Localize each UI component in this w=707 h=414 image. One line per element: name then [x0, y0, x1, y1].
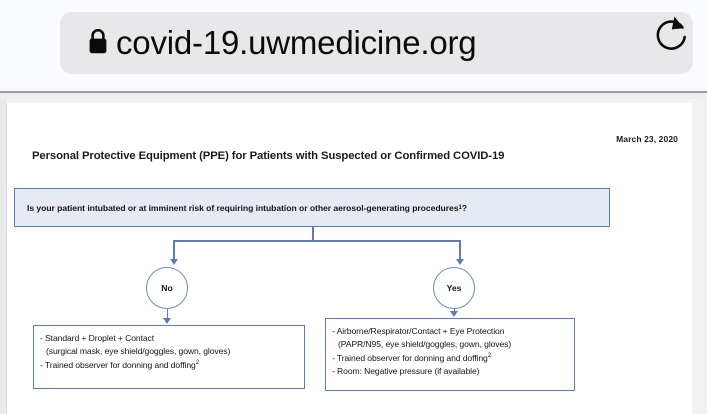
document-date: March 23, 2020: [616, 134, 678, 144]
decision-oval-yes-label: Yes: [446, 283, 462, 293]
document-card: March 23, 2020 Personal Protective Equip…: [6, 103, 692, 414]
address-bar[interactable]: covid-19.uwmedicine.org: [60, 12, 693, 74]
outcome-no-line-1: - Standard + Droplet + Contact: [40, 333, 155, 343]
url-text: covid-19.uwmedicine.org: [116, 24, 477, 61]
decision-oval-no: No: [146, 267, 188, 309]
flowchart-question-box: Is your patient intubated or at imminent…: [14, 188, 610, 227]
outcome-box-yes: - Airborne/Respirator/Contact + Eye Prot…: [325, 318, 575, 391]
outcome-yes-line-3-text: - Trained observer for donning and doffi…: [332, 353, 488, 364]
outcome-yes-line-1: - Airborne/Respirator/Contact + Eye Prot…: [332, 326, 505, 336]
arrow-to-yes-oval: [456, 259, 464, 265]
outcome-yes-line-4: - Room: Negative pressure (if available): [332, 365, 480, 376]
connector-no-to-box: [166, 309, 168, 319]
decision-oval-yes: Yes: [433, 267, 475, 309]
outcome-yes-line-3: - Trained observer for donning and doffi…: [332, 350, 569, 364]
arrow-to-no-oval: [169, 259, 178, 265]
arrow-to-no-outcome: [163, 318, 171, 324]
connector-stem: [312, 227, 314, 241]
outcome-yes-line-2: (PAPR/N95, eye shield/goggles, gown, glo…: [338, 338, 512, 349]
outcome-no-footnote-marker: 2: [195, 360, 199, 367]
connector-left-branch: [173, 240, 175, 260]
outcome-yes-footnote-marker: 2: [487, 353, 491, 360]
page-title: Personal Protective Equipment (PPE) for …: [32, 150, 505, 162]
page-left-gutter: [0, 99, 6, 414]
question-footnote-marker: 1: [458, 204, 462, 211]
connector-horizontal: [173, 240, 460, 242]
reload-icon[interactable]: [649, 11, 693, 53]
chrome-divider: [0, 91, 707, 93]
chrome-underband: [0, 93, 707, 99]
question-main-text: Is your patient intubated or at imminent…: [27, 202, 459, 213]
decision-oval-no-label: No: [161, 283, 173, 293]
arrow-to-yes-outcome: [449, 311, 458, 317]
outcome-no-line-2: (surgical mask, eye shield/goggles, gown…: [46, 345, 231, 356]
lock-icon: [89, 29, 107, 54]
ppe-flowchart: Is your patient intubated or at imminent…: [7, 103, 693, 414]
connector-right-branch: [459, 240, 461, 260]
question-tail-text: ?: [461, 202, 467, 213]
outcome-no-line-3-text: - Trained observer for donning and doffi…: [40, 360, 196, 371]
outcome-no-line-3: - Trained observer for donning and doffi…: [40, 357, 299, 371]
browser-chrome: covid-19.uwmedicine.org: [0, 0, 707, 93]
flowchart-question-text: Is your patient intubated or at imminent…: [27, 189, 601, 226]
outcome-box-no: - Standard + Droplet + Contact (surgical…: [33, 325, 305, 389]
